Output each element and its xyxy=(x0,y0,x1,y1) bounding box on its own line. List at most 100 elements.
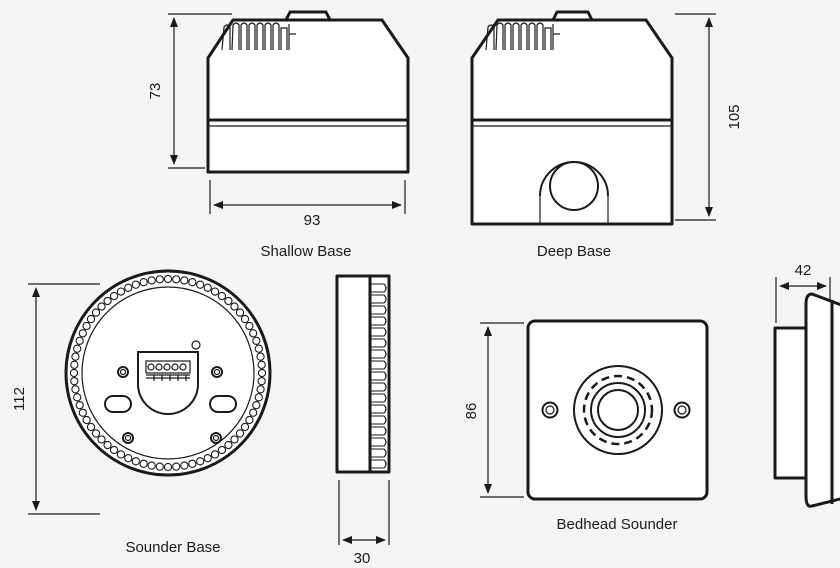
sounder-base-drawing: 112 Sounder Base xyxy=(11,269,272,556)
sounder-bead xyxy=(78,408,87,417)
sounder-side-fin xyxy=(370,393,387,403)
sounder-side-fin xyxy=(370,316,387,326)
sounder-bead xyxy=(224,296,233,306)
bedhead-sounder-dashed-ring xyxy=(582,374,654,446)
sounder-side-fin xyxy=(370,360,387,370)
sounder-side-fin xyxy=(370,448,387,458)
sounder-bead xyxy=(245,415,254,425)
sounder-base-screw-icon xyxy=(210,432,222,444)
bedhead-sounder-drawing: 86 Bedhead Sounder xyxy=(463,319,709,533)
sounder-bead xyxy=(188,278,197,287)
bedhead-sounder-cone xyxy=(590,382,646,438)
sounder-bead xyxy=(257,377,266,386)
sounder-bead xyxy=(254,344,263,353)
sounder-bead xyxy=(97,302,106,311)
bedhead-screw-icon xyxy=(541,401,559,419)
sounder-bead xyxy=(116,450,126,459)
sounder-base-screw-inner xyxy=(119,368,127,376)
sounder-bead xyxy=(86,422,96,432)
sounder-bead xyxy=(180,461,189,470)
sounder-bead xyxy=(256,385,265,394)
sounder-bead xyxy=(217,291,227,301)
sounder-bead xyxy=(240,314,250,324)
deep-base-label: Deep Base xyxy=(537,243,611,260)
sounder-side-fin xyxy=(370,437,387,447)
sounder-bead xyxy=(235,308,245,317)
sounder-side-fin xyxy=(370,415,387,425)
sounder-bead xyxy=(139,459,148,468)
sounder-base-bead-ring xyxy=(69,274,267,472)
bedhead-side-backbox xyxy=(773,326,808,480)
sounder-side-body xyxy=(335,274,391,474)
bedhead-screw-inner xyxy=(545,405,555,415)
deep-height-dim-label: 105 xyxy=(726,104,743,129)
sounder-bead xyxy=(172,275,181,284)
sounder-bead xyxy=(91,429,101,438)
sounder-bead xyxy=(116,287,126,296)
sounder-bead xyxy=(73,393,82,402)
bedhead-height-dim-label: 86 xyxy=(463,403,480,420)
sounder-bead xyxy=(73,344,82,353)
sounder-bead xyxy=(91,308,101,317)
bedhead-screw-icon xyxy=(673,401,691,419)
deep-base-body xyxy=(470,18,674,226)
shallow-base-label: Shallow Base xyxy=(261,243,352,260)
sounder-base-screw-inner xyxy=(212,434,220,442)
sounder-bead xyxy=(70,360,79,369)
sounder-bead xyxy=(97,435,106,444)
sounder-side-fin xyxy=(370,459,387,469)
sounder-base-slot-left xyxy=(104,395,132,413)
shallow-height-dim-label: 73 xyxy=(147,83,164,100)
sounder-base-screw-inner xyxy=(213,368,221,376)
sounder-bead xyxy=(71,385,80,394)
bedhead-screw-inner xyxy=(677,405,687,415)
sounder-bead xyxy=(254,393,263,402)
sounder-bead xyxy=(180,276,189,285)
sounder-bead xyxy=(131,280,140,289)
sounder-side-fin xyxy=(370,294,387,304)
sounder-base-terminal-block-icon xyxy=(145,360,191,374)
sounder-side-fin xyxy=(370,327,387,337)
sounder-bead xyxy=(163,462,173,472)
sounder-bead xyxy=(172,462,181,471)
sounder-bead xyxy=(70,377,79,386)
sounder-bead xyxy=(252,336,261,345)
sounder-side-fin xyxy=(370,426,387,436)
sounder-side-fin xyxy=(370,338,387,348)
shallow-base-drawing: 73 93 Shallow Base xyxy=(147,10,410,260)
sounder-bead xyxy=(235,429,245,438)
sounder-bead xyxy=(257,360,266,369)
sounder-side-fin xyxy=(370,371,387,381)
bedhead-depth-dim-label: 42 xyxy=(795,262,812,279)
sounder-bead xyxy=(131,457,140,466)
deep-base-conduit-shroud xyxy=(539,196,609,224)
sounder-bead xyxy=(139,278,148,287)
bedhead-sounder-plate xyxy=(526,319,709,501)
sounder-bead xyxy=(147,276,156,285)
sounder-bead xyxy=(103,440,112,450)
sounder-bead xyxy=(195,280,205,289)
sounder-bead xyxy=(245,321,254,331)
sounder-bead xyxy=(82,321,91,331)
bedhead-sounder-label: Bedhead Sounder xyxy=(557,516,678,533)
sounder-bead xyxy=(249,329,258,338)
sounder-bead xyxy=(256,352,265,361)
sounder-bead xyxy=(109,291,119,301)
shallow-width-dim-label: 93 xyxy=(304,212,321,229)
sounder-bead xyxy=(75,400,84,410)
sounder-bead xyxy=(240,422,250,432)
bedhead-side-view: 42 xyxy=(773,262,840,508)
sounder-bead xyxy=(147,461,156,470)
sounder-base-led-icon xyxy=(191,340,201,350)
sounder-depth-dim-label: 30 xyxy=(354,550,371,567)
sounder-bead xyxy=(195,457,205,466)
sounder-side-fins xyxy=(370,283,387,469)
sounder-bead xyxy=(249,408,258,417)
sounder-bead xyxy=(109,445,119,455)
sounder-bead xyxy=(210,450,220,459)
sounder-bead xyxy=(71,352,80,361)
sounder-base-label: Sounder Base xyxy=(125,539,220,556)
sounder-bead xyxy=(230,435,239,444)
sounder-side-fin xyxy=(370,349,387,359)
